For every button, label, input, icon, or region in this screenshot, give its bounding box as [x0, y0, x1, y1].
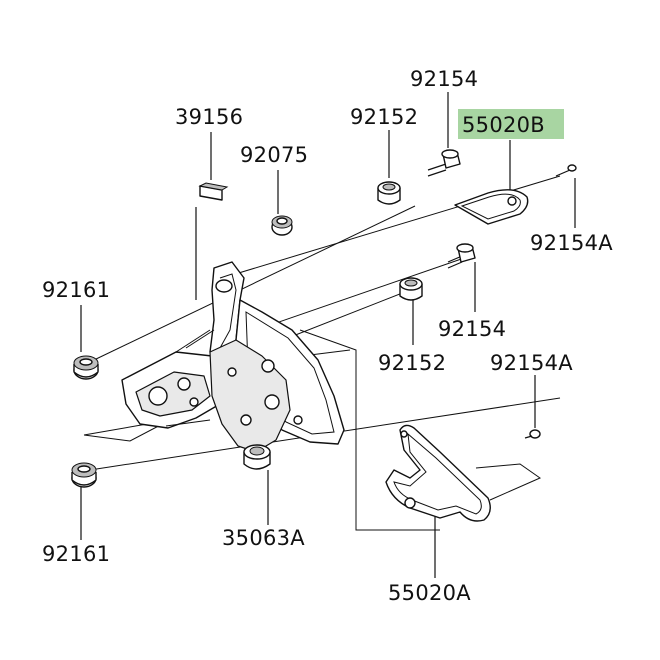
label-92154A-mid: 92154A — [490, 351, 573, 375]
part-labels: 39156 92075 92152 92154 55020B 92154A 92… — [42, 67, 613, 605]
label-55020B: 55020B — [462, 113, 545, 137]
label-92154-mid: 92154 — [438, 317, 506, 341]
part-39156-clip[interactable] — [198, 182, 229, 201]
part-92161-damper-top[interactable] — [73, 355, 99, 380]
part-92161-damper-bottom[interactable] — [71, 462, 97, 488]
part-92152-collar-top[interactable] — [377, 181, 401, 205]
part-35063A-bracket[interactable] — [121, 261, 345, 470]
label-39156: 39156 — [175, 105, 243, 129]
part-92152-collar-mid[interactable] — [399, 277, 423, 301]
label-35063A: 35063A — [222, 526, 305, 550]
label-92154-top: 92154 — [410, 67, 478, 91]
part-92075-grommet[interactable] — [271, 215, 293, 236]
part-55020B-plate[interactable] — [454, 189, 529, 225]
part-92154-bolt-mid[interactable] — [447, 243, 476, 269]
assembly-lines — [83, 175, 561, 531]
highlight-box-55020B — [458, 109, 564, 139]
part-92154-bolt-top[interactable] — [427, 149, 461, 177]
label-55020A: 55020A — [388, 581, 471, 605]
label-92154A-top: 92154A — [530, 231, 613, 255]
part-92154A-screw-top[interactable] — [555, 164, 577, 177]
label-leaders — [80, 92, 576, 578]
label-92075: 92075 — [240, 143, 308, 167]
label-92152-mid: 92152 — [378, 351, 446, 375]
label-92161-bottom: 92161 — [42, 542, 110, 566]
part-55020A-plate[interactable] — [385, 424, 491, 522]
label-92152-top: 92152 — [350, 105, 418, 129]
part-92154A-screw-mid[interactable] — [524, 429, 541, 439]
label-92161-top: 92161 — [42, 278, 110, 302]
